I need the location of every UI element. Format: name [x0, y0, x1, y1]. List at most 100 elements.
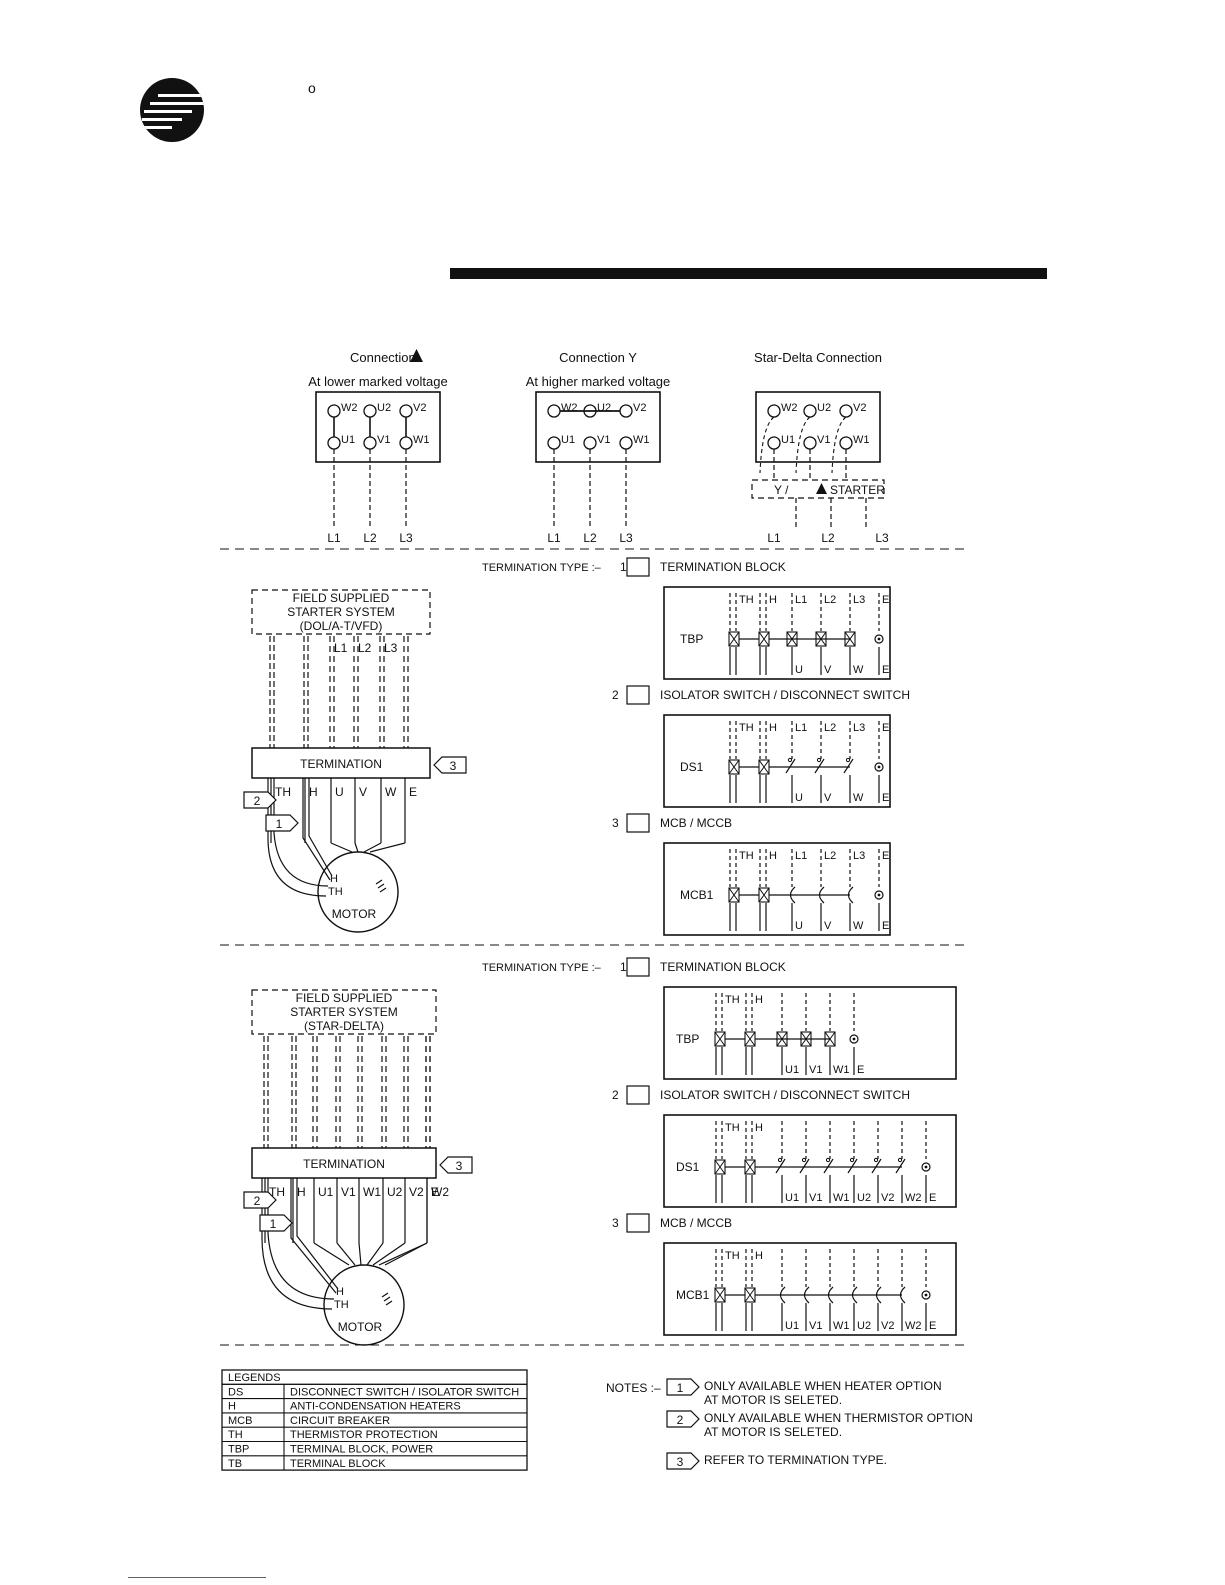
switch-contact: [801, 1157, 807, 1163]
starter-system-box: [251, 989, 437, 1035]
motor-terminal-label: H: [336, 1286, 344, 1298]
switch-blade: [843, 758, 854, 774]
terminal-v2: [399, 404, 413, 418]
termination-type-number: 1: [620, 960, 627, 974]
termination-label: TERMINATION: [300, 757, 382, 771]
note-text: AT MOTOR IS SELETED.: [704, 1425, 842, 1439]
starter-label: STARTER: [830, 483, 885, 497]
power-terminal: [776, 1031, 788, 1047]
breaker-arc: [803, 1286, 810, 1304]
terminal-label: U2: [817, 402, 831, 414]
earth-terminal-dot: [924, 1165, 928, 1169]
terminal-label: W1: [853, 434, 870, 446]
line-label: L1: [327, 531, 341, 545]
terminal-block-cross: [758, 631, 770, 647]
panel-bottom-label: U1: [785, 1320, 799, 1332]
termination-panel: [663, 714, 891, 808]
panel-top-label: E: [882, 594, 889, 606]
legend-abbreviation: MCB: [228, 1415, 252, 1427]
termination-terminal-label: V: [359, 785, 367, 799]
terminal-block-cross: [800, 1031, 812, 1047]
panel-bottom-label: V1: [809, 1320, 822, 1332]
termination-type-checkbox: [626, 1085, 650, 1105]
panel-bottom-label: U2: [857, 1320, 871, 1332]
termination-type-label: ISOLATOR SWITCH / DISCONNECT SWITCH: [660, 1088, 910, 1102]
line-label: L3: [875, 531, 889, 545]
terminal-block-cross: [728, 631, 740, 647]
device-label: DS1: [680, 760, 704, 774]
note-tag-thermistor: [243, 1191, 277, 1209]
termination-panel: [663, 1242, 957, 1336]
terminal-block-cross: [728, 759, 740, 775]
thermistor-wire: [267, 778, 327, 897]
termination-panel: [663, 1114, 957, 1208]
terminal-u2: [363, 404, 377, 418]
line-label: L3: [384, 641, 398, 655]
notes-label: NOTES :–: [606, 1381, 661, 1395]
switch-contact: [845, 757, 851, 763]
panel-top-label: L1: [795, 722, 807, 734]
note-tag-number: 2: [677, 1413, 684, 1427]
breaker-arc: [779, 1286, 786, 1304]
thermistor-wire: [273, 778, 329, 887]
switch-blade: [871, 1158, 882, 1174]
terminal-block-cross: [776, 1031, 788, 1047]
panel-top-label: TH: [725, 994, 740, 1006]
earth-terminal-dot: [852, 1037, 856, 1041]
terminal-label: V2: [853, 402, 866, 414]
motor-wire: [363, 842, 382, 853]
termination-terminal-label: E: [431, 1185, 439, 1199]
terminal-w1: [399, 436, 413, 450]
panel-top-label: L3: [853, 850, 865, 862]
panel-top-label: H: [755, 1122, 763, 1134]
terminal-label: U2: [377, 402, 391, 414]
note-tag-heater: [265, 814, 299, 832]
termination-panel: [663, 586, 891, 680]
panel-top-label: L3: [853, 722, 865, 734]
terminal-label: W1: [413, 434, 430, 446]
line-label: L1: [547, 531, 561, 545]
switch-contact: [825, 1157, 831, 1163]
degree-symbol: o: [308, 80, 316, 96]
panel-bottom-label: V2: [881, 1192, 894, 1204]
motor-wire: [366, 1242, 384, 1266]
terminal-label: U1: [561, 434, 575, 446]
panel-bottom-label: E: [929, 1320, 936, 1332]
note-tag-thermistor: [243, 791, 277, 809]
connection-box: [315, 391, 441, 463]
terminal-label: W2: [561, 402, 578, 414]
panel-bottom-label: E: [882, 920, 889, 932]
termination-type-label: MCB / MCCB: [660, 1216, 732, 1230]
terminal-u1: [767, 436, 781, 450]
terminal-w1: [619, 436, 633, 450]
terminal-block-cross: [786, 631, 798, 647]
panel-bottom-label: U: [795, 920, 803, 932]
terminal-w2: [547, 404, 561, 418]
termination-panel: [663, 842, 891, 936]
starter-system-label: STARTER SYSTEM: [290, 1005, 398, 1019]
motor-terminal-label: TH: [328, 886, 343, 898]
panel-top-label: L3: [853, 594, 865, 606]
panel-top-label: L2: [824, 594, 836, 606]
terminal-label: V2: [413, 402, 426, 414]
earth-symbol: [375, 879, 387, 893]
panel-bottom-label: W: [853, 792, 864, 804]
legend-abbreviation: DS: [228, 1386, 243, 1398]
termination-type-checkbox: [626, 813, 650, 833]
panel-bottom-label: U: [795, 792, 803, 804]
line-label: L3: [399, 531, 413, 545]
motor-wire: [313, 1242, 350, 1266]
panel-bottom-label: V2: [881, 1320, 894, 1332]
terminal-block-cross: [714, 1159, 726, 1175]
power-terminal: [844, 631, 856, 647]
breaker-arc: [851, 1286, 858, 1304]
note-tag: [666, 1378, 700, 1396]
note-tag-ref-number: 3: [450, 759, 457, 773]
motor-wire: [358, 1242, 362, 1266]
terminal-label: W2: [781, 402, 798, 414]
switch-contact: [873, 1157, 879, 1163]
connection-title: Connection: [350, 350, 416, 365]
terminal-v1: [803, 436, 817, 450]
panel-top-label: L1: [795, 594, 807, 606]
